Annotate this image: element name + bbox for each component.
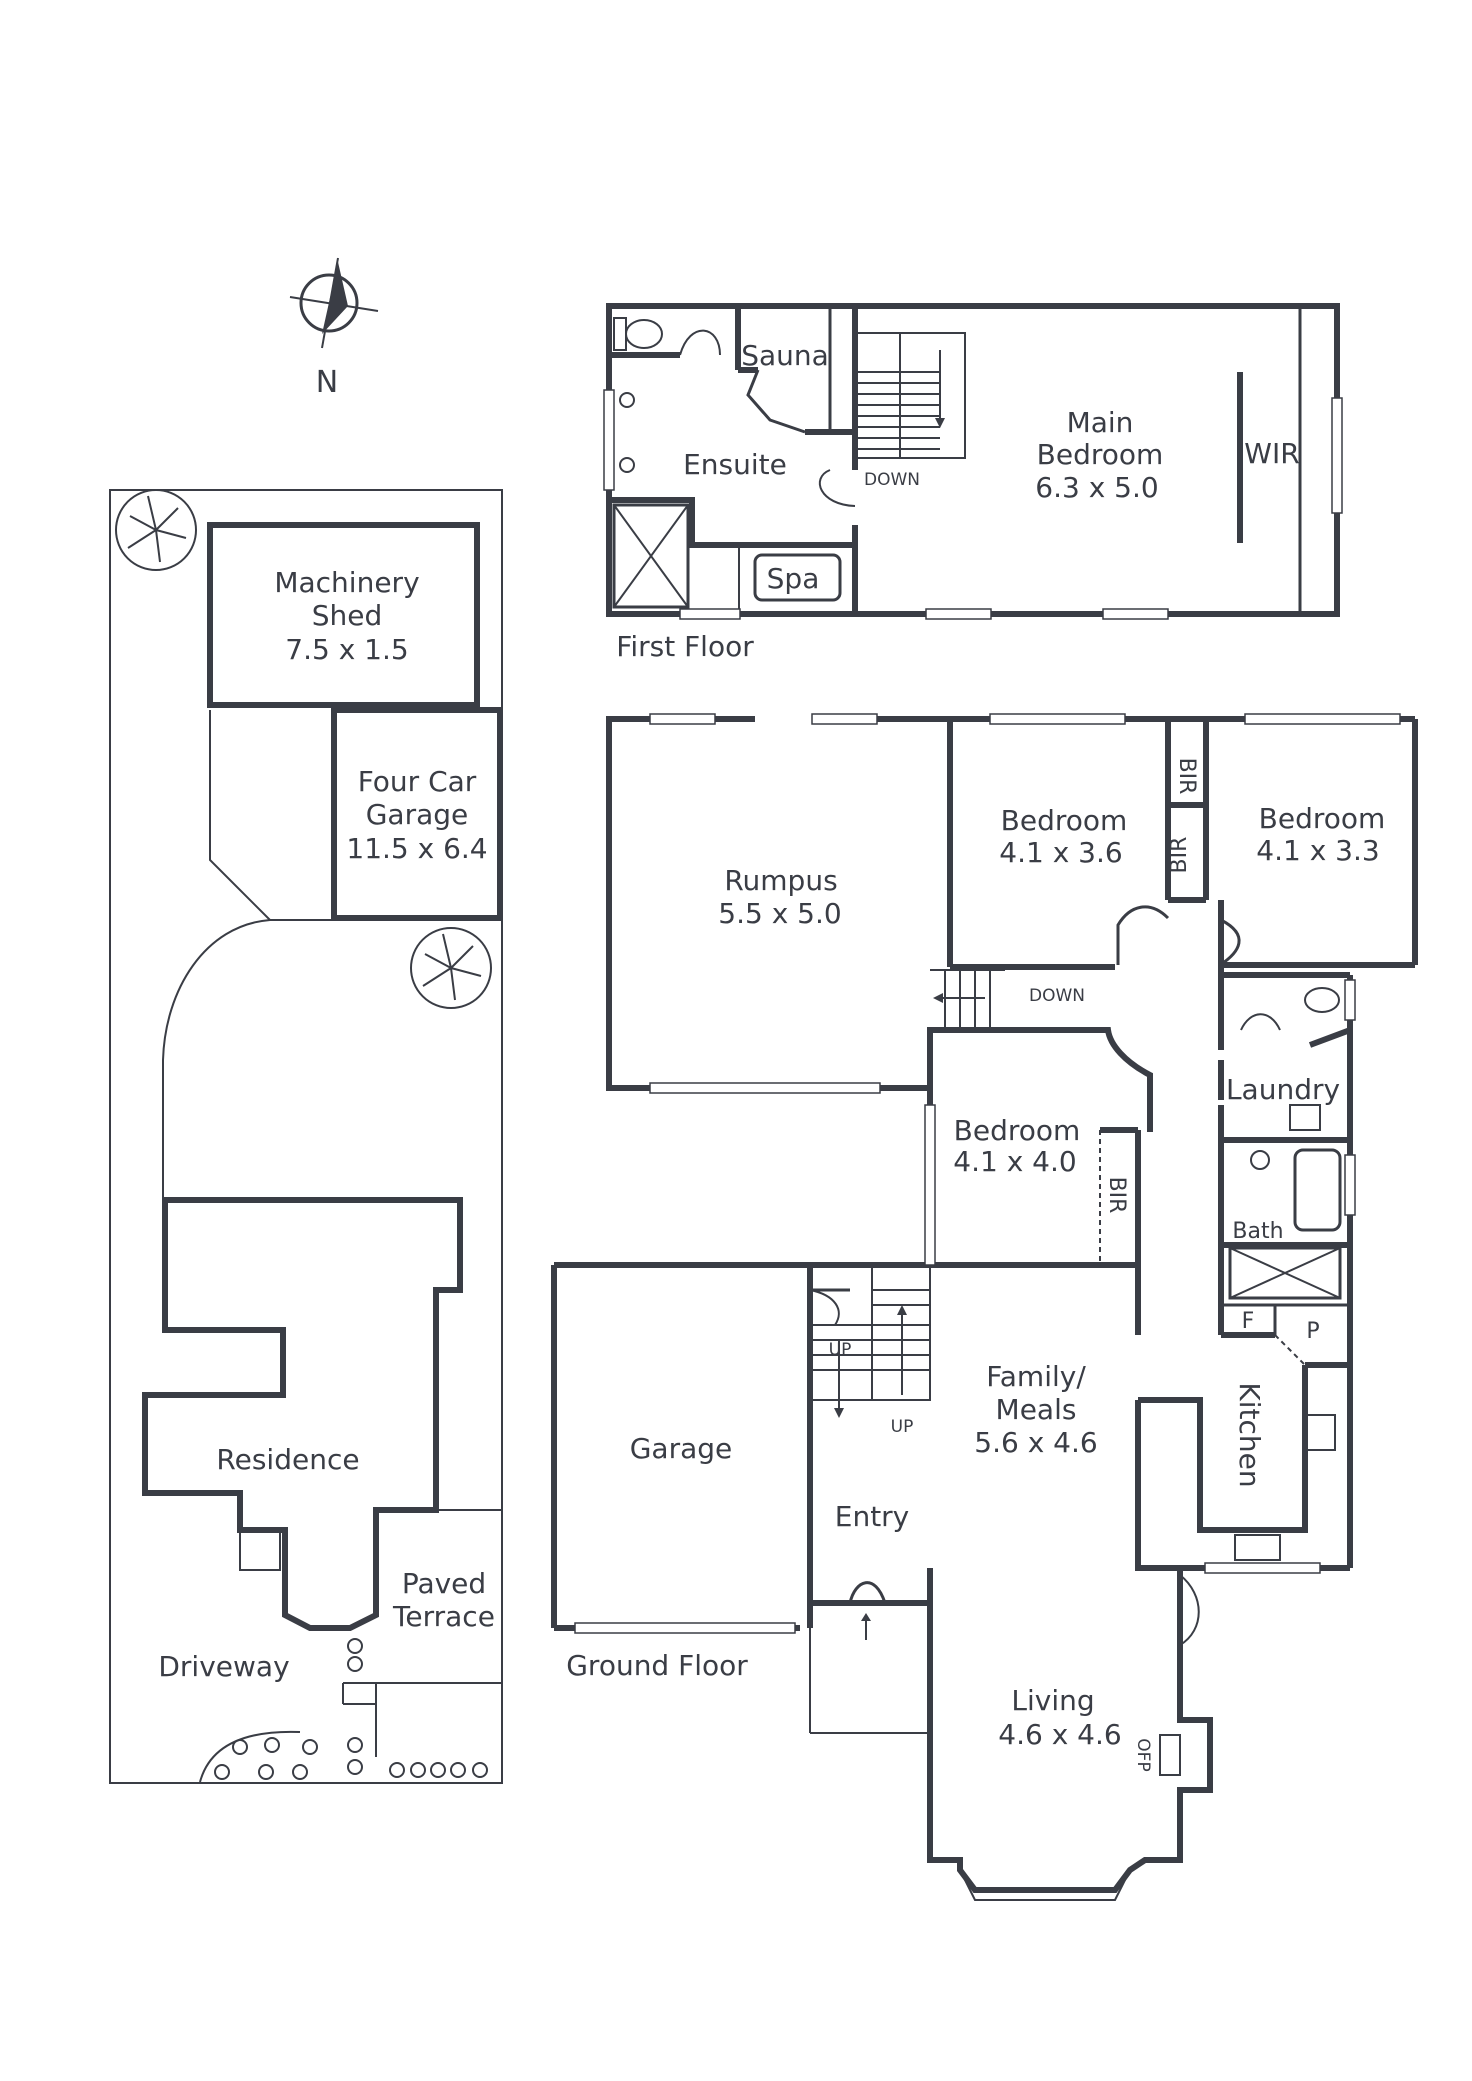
- pantry-label: P: [1306, 1319, 1319, 1344]
- first-floor-plan: [603, 303, 1343, 620]
- driveway-label: Driveway: [158, 1650, 289, 1683]
- fridge-label: F: [1242, 1309, 1255, 1334]
- garage-label: Garage: [630, 1432, 733, 1465]
- tree-icon: [115, 489, 197, 571]
- rumpus-dims: 5.5 x 5.0: [718, 897, 841, 930]
- laundry-label: Laundry: [1226, 1073, 1340, 1106]
- entry-label: Entry: [835, 1500, 910, 1533]
- machinery-shed-label-2: Shed: [312, 599, 383, 632]
- stairs-down-label: DOWN: [864, 470, 920, 490]
- bedroom-b-dims: 4.1 x 3.3: [1256, 834, 1379, 867]
- shrubs-icon: [214, 1638, 488, 1780]
- ground-floor-plan: [551, 713, 1418, 1901]
- paved-terrace-label-2: Terrace: [392, 1600, 495, 1633]
- sauna-label: Sauna: [741, 339, 829, 372]
- four-car-garage-label-2: Garage: [366, 798, 469, 831]
- residence-label: Residence: [216, 1443, 359, 1476]
- stairs-up-label-2: UP: [891, 1417, 914, 1437]
- main-bedroom-label: Main: [1067, 406, 1134, 439]
- stairs-icon: [854, 332, 966, 459]
- tree-icon: [410, 927, 492, 1009]
- bedroom-a-dims: 4.1 x 3.6: [999, 836, 1122, 869]
- ensuite-label: Ensuite: [683, 448, 787, 481]
- site-plan: [109, 489, 503, 1784]
- bath-label: Bath: [1232, 1219, 1283, 1244]
- stairs-down-label: DOWN: [1029, 986, 1085, 1006]
- first-floor-caption: First Floor: [616, 630, 754, 663]
- bedroom-a-label: Bedroom: [1001, 804, 1128, 837]
- bir-label-3: BIR: [1104, 1177, 1129, 1214]
- spa-label: Spa: [767, 562, 820, 595]
- stairs-up-label-1: UP: [829, 1340, 852, 1360]
- bir-label-1: BIR: [1174, 758, 1199, 795]
- paved-terrace-label: Paved: [402, 1567, 486, 1600]
- family-meals-dims: 5.6 x 4.6: [974, 1426, 1097, 1459]
- north-arrow-icon: [289, 257, 379, 349]
- main-bedroom-label-2: Bedroom: [1037, 438, 1164, 471]
- machinery-shed-dims: 7.5 x 1.5: [285, 633, 408, 666]
- rumpus-label: Rumpus: [724, 864, 837, 897]
- ofp-label: OFP: [1133, 1738, 1153, 1771]
- stairs-icon: [930, 969, 1005, 1030]
- family-meals-label-2: Meals: [996, 1393, 1077, 1426]
- bedroom-c-dims: 4.1 x 4.0: [953, 1145, 1076, 1178]
- north-label: N: [316, 365, 338, 400]
- machinery-shed-label: Machinery: [274, 566, 419, 599]
- wir-label: WIR: [1244, 437, 1299, 470]
- bedroom-b-label: Bedroom: [1259, 802, 1386, 835]
- four-car-garage-dims: 11.5 x 6.4: [346, 832, 487, 865]
- kitchen-label: Kitchen: [1233, 1382, 1266, 1487]
- living-dims: 4.6 x 4.6: [998, 1718, 1121, 1751]
- bir-label-2: BIR: [1167, 837, 1192, 874]
- living-label: Living: [1011, 1684, 1094, 1717]
- stairs-icon: [809, 1264, 931, 1418]
- bedroom-c-label: Bedroom: [954, 1114, 1081, 1147]
- four-car-garage-label: Four Car: [358, 765, 477, 798]
- ground-floor-caption: Ground Floor: [566, 1649, 748, 1682]
- main-bedroom-dims: 6.3 x 5.0: [1035, 471, 1158, 504]
- family-meals-label: Family/: [986, 1360, 1086, 1393]
